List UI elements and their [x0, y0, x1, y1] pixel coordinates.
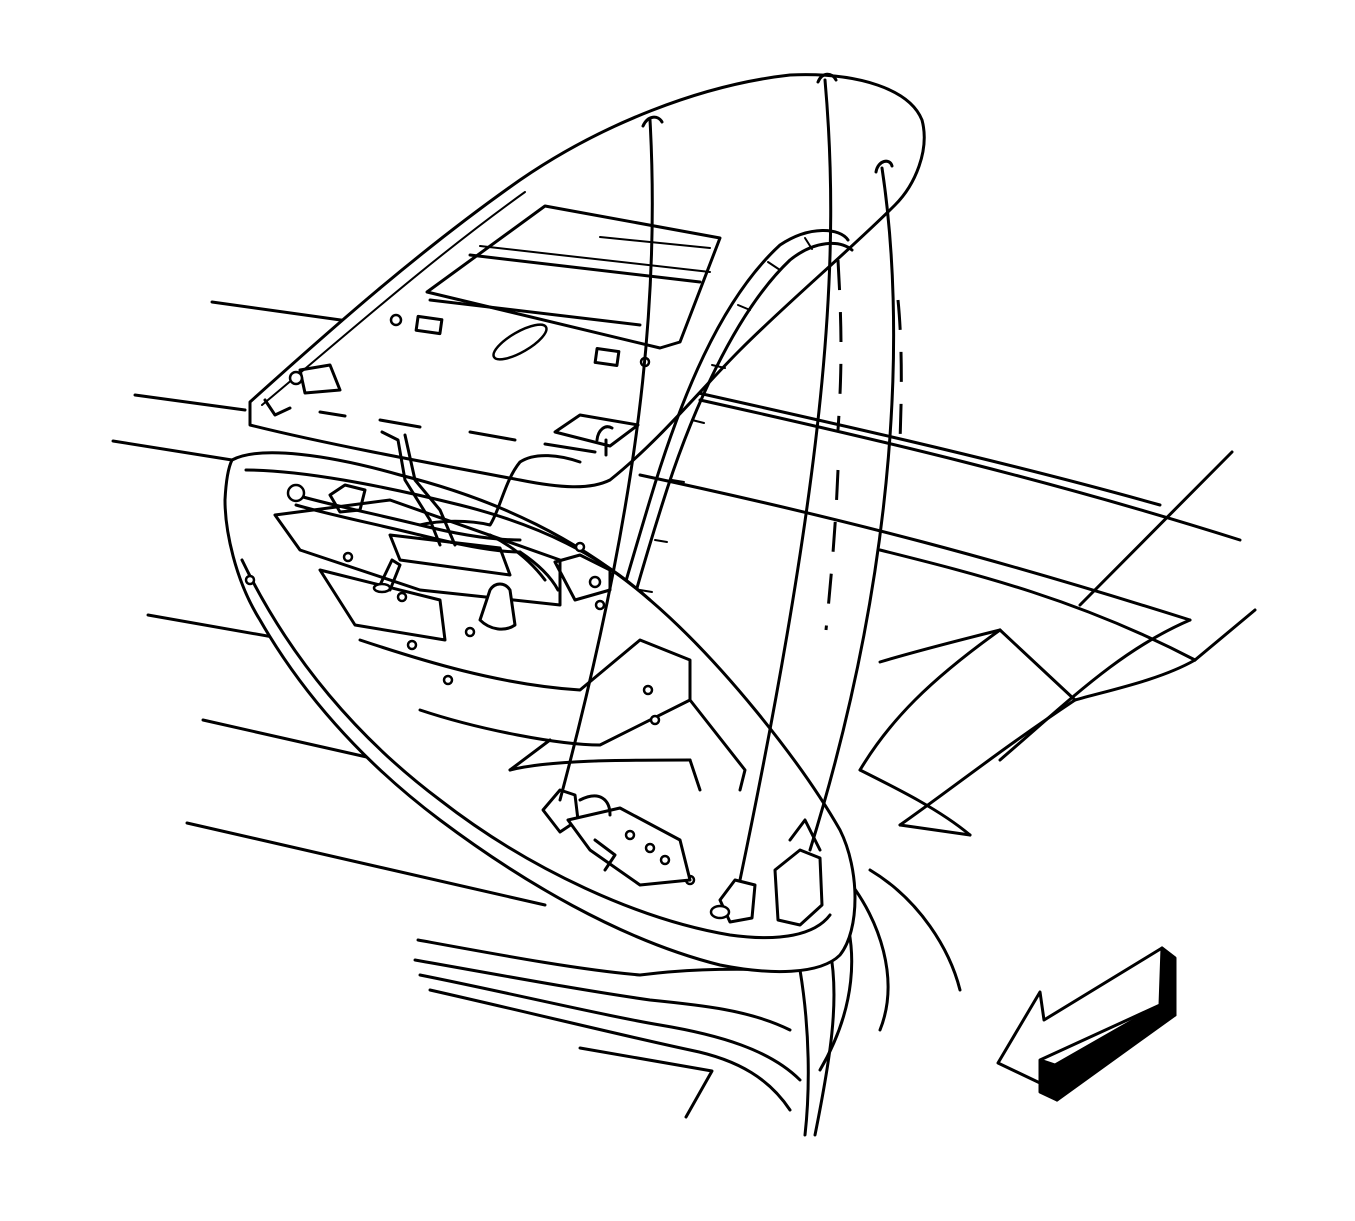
reading-lamp-connectors: [541, 788, 824, 927]
roof-headliner-lines: [111, 300, 1257, 1137]
console-base-housing: [223, 430, 857, 974]
front-of-vehicle-arrow-icon: [996, 946, 1177, 1102]
console-cover-panel: [248, 73, 926, 489]
removal-guide-lines: [558, 72, 903, 882]
